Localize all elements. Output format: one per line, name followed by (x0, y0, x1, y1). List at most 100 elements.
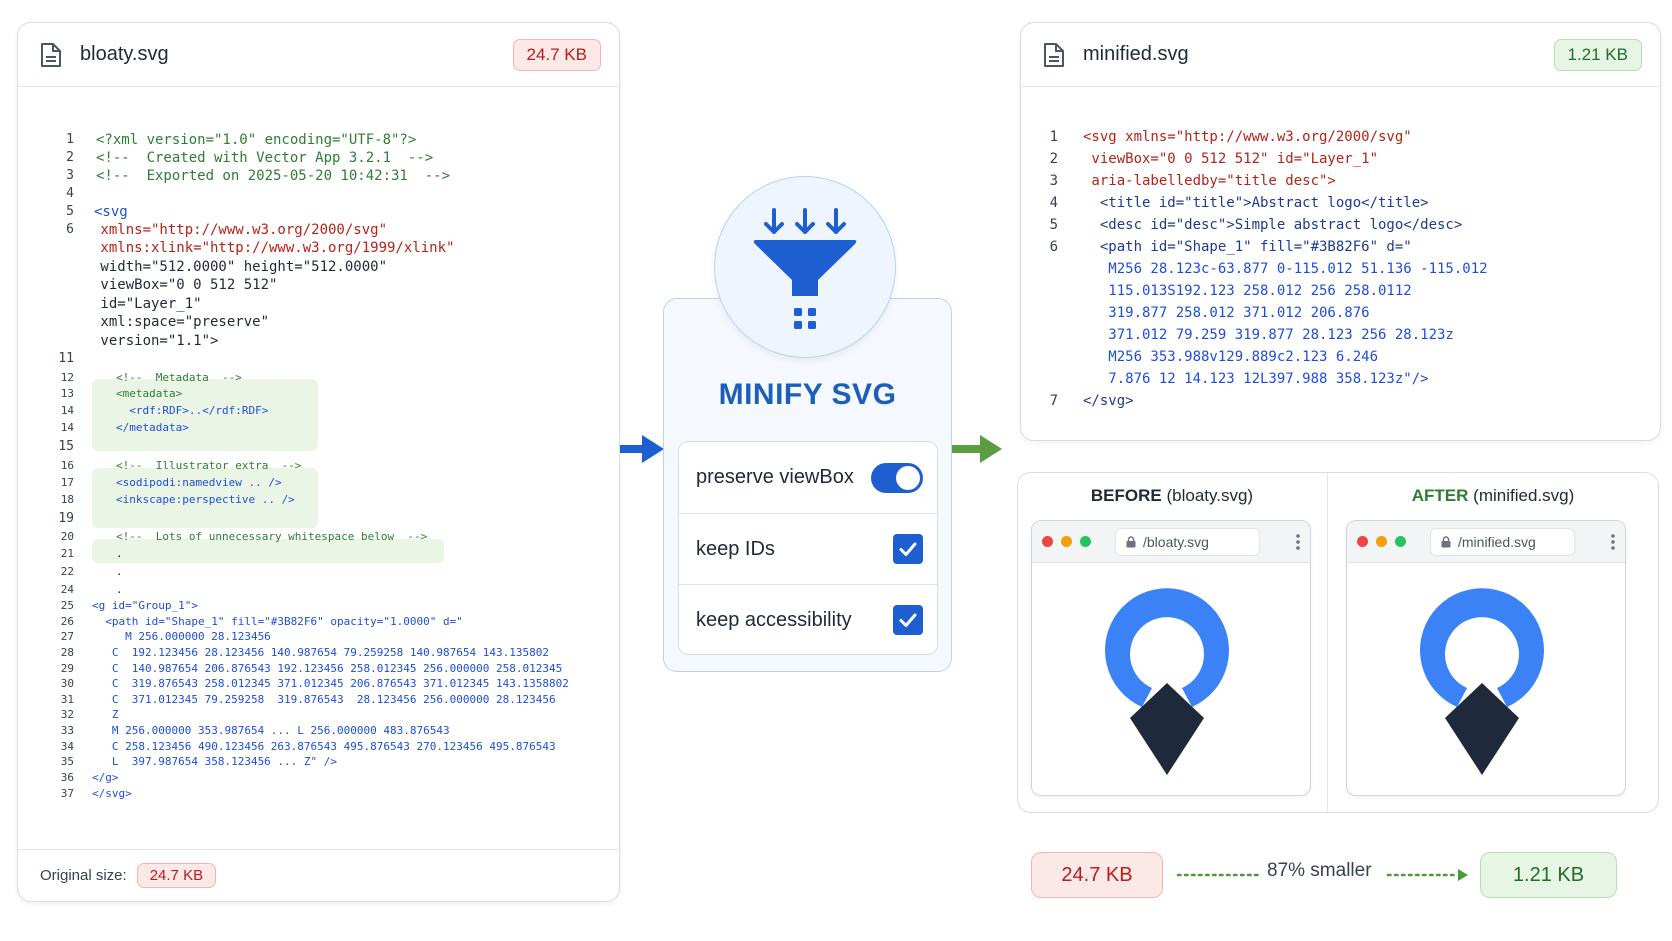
line-number: 3 (1049, 173, 1058, 189)
line-number: 33 (60, 724, 74, 737)
maximize-dot-icon[interactable] (1080, 536, 1091, 547)
keep-ids-checkbox[interactable] (893, 534, 923, 564)
line-number: 15 (58, 439, 74, 454)
minified-file-name: minified.svg (1083, 43, 1189, 65)
minimize-dot-icon[interactable] (1376, 536, 1387, 547)
line-number: 17 (60, 476, 74, 489)
reduction-text: 87% smaller (1267, 860, 1372, 881)
code-line: . (116, 565, 123, 578)
code-line: </svg> (92, 787, 132, 800)
source-file-name: bloaty.svg (80, 43, 169, 65)
code-line: 371.012 79.259 319.877 28.123 256 28.123… (1083, 327, 1454, 343)
code-line: viewBox="0 0 512 512" id="Layer_1" (1083, 151, 1379, 167)
code-line: <!-- Created with Vector App 3.2.1 --> (96, 150, 434, 166)
line-number: 30 (60, 677, 74, 690)
code-line: <desc id="desc">Simple abstract logo</de… (1083, 217, 1463, 233)
line-number: 1 (66, 132, 74, 147)
logo-preview-before (1105, 588, 1229, 775)
code-line: <rdf:RDF>..</rdf:RDF> (116, 404, 269, 417)
code-line: C 192.123456 28.123456 140.987654 79.259… (92, 646, 549, 659)
code-line: <g id="Group_1"> (92, 599, 198, 612)
code-line: C 258.123456 490.123456 263.876543 495.8… (92, 740, 556, 753)
code-line: 319.877 258.012 371.012 206.876 (1083, 305, 1370, 321)
code-line: </svg> (1083, 393, 1134, 409)
code-line: 115.013S192.123 258.012 256 258.0112 (1083, 283, 1412, 299)
after-title: AFTER (minified.svg) (1340, 486, 1646, 506)
minify-options: preserve viewBox keep IDs keep accessibi… (678, 441, 938, 655)
before-browser-window: /bloaty.svg (1031, 520, 1311, 796)
before-label: BEFORE (1090, 486, 1162, 505)
code-line: version="1.1"> (92, 333, 219, 349)
line-number: 13 (60, 387, 74, 400)
file-icon (41, 42, 61, 67)
code-line: <!-- Lots of unnecessary whitespace belo… (116, 530, 428, 543)
line-number: 1 (1049, 129, 1058, 145)
code-line: C 140.987654 206.876543 192.123456 258.0… (92, 662, 563, 675)
minify-title: MINIFY SVG (718, 378, 897, 411)
after-label: AFTER (1411, 486, 1469, 505)
code-line: . (116, 583, 123, 596)
code-line: 7.876 12 14.123 12L397.988 358.123z"/> (1083, 371, 1429, 387)
dotted-arrow-icon (1386, 869, 1468, 881)
code-line: width="512.0000" height="512.0000" (92, 259, 388, 275)
line-number: 4 (1049, 195, 1058, 211)
maximize-dot-icon[interactable] (1395, 536, 1406, 547)
minified-code-view[interactable]: 1<svg xmlns="http://www.w3.org/2000/svg"… (1021, 87, 1660, 440)
illustrator-highlight (92, 468, 318, 528)
code-line: <path id="Shape_1" fill="#3B82F6" opacit… (92, 615, 463, 628)
close-dot-icon[interactable] (1042, 536, 1053, 547)
code-line: xmlns:xlink="http://www.w3.org/1999/xlin… (92, 240, 455, 256)
line-number: 4 (66, 186, 74, 201)
code-line: <!-- Metadata --> (116, 371, 242, 384)
option-keep-ids[interactable]: keep IDs (679, 513, 937, 584)
file-icon (1044, 42, 1064, 67)
line-number: 5 (66, 204, 74, 219)
minimize-dot-icon[interactable] (1061, 536, 1072, 547)
minified-file-header: minified.svg 1.21 KB (1021, 23, 1660, 87)
code-line: <metadata> (116, 387, 183, 400)
code-line: </metadata> (116, 421, 189, 434)
source-code-view[interactable]: 1 <?xml version="1.0" encoding="UTF-8"?> 2… (18, 87, 619, 849)
line-number: 2 (1049, 151, 1058, 167)
dotted-line (1176, 873, 1260, 877)
source-file-header: bloaty.svg 24.7 KB (18, 23, 619, 87)
address-bar[interactable]: /minified.svg (1430, 527, 1575, 556)
option-preserve-viewbox[interactable]: preserve viewBox (679, 442, 937, 513)
before-file: (bloaty.svg) (1166, 486, 1254, 505)
code-line: <title id="title">Abstract logo</title> (1083, 195, 1429, 211)
address-text: /bloaty.svg (1143, 533, 1209, 550)
browser-toolbar: /bloaty.svg (1032, 521, 1310, 563)
kebab-menu-icon[interactable] (1611, 533, 1615, 551)
keep-accessibility-checkbox[interactable] (893, 605, 923, 635)
original-size-label: Original size: (40, 867, 127, 884)
line-number: 2 (66, 150, 74, 165)
code-line: <?xml version="1.0" encoding="UTF-8"?> (96, 132, 417, 148)
line-number: 32 (60, 708, 74, 721)
arrow-right-icon (620, 435, 664, 463)
close-dot-icon[interactable] (1357, 536, 1368, 547)
option-keep-accessibility[interactable]: keep accessibility (679, 584, 937, 655)
code-line: id="Layer_1" (92, 296, 202, 312)
preserve-viewbox-toggle[interactable] (871, 462, 923, 493)
funnel-icon (753, 208, 857, 329)
checkmark-icon (899, 542, 917, 556)
line-number: 21 (60, 547, 74, 560)
line-number: 6 (1049, 239, 1058, 255)
option-label: keep accessibility (696, 608, 852, 631)
code-line: C 319.876543 258.012345 371.012345 206.8… (92, 677, 569, 690)
code-line: xml:space="preserve" (92, 314, 270, 330)
whitespace-highlight (92, 539, 444, 563)
address-text: /minified.svg (1458, 533, 1536, 550)
code-line: <!-- Illustrator extra --> (116, 459, 302, 472)
code-line: <svg (94, 204, 128, 220)
code-line: M256 353.988v129.889c2.123 6.246 (1083, 349, 1379, 365)
lock-icon (1441, 535, 1451, 547)
line-number: 24 (60, 583, 74, 596)
funnel-badge (714, 176, 896, 358)
code-line: <sodipodi:namedview .. /> (116, 476, 282, 489)
address-bar[interactable]: /bloaty.svg (1115, 527, 1260, 556)
line-number: 12 (60, 371, 74, 384)
kebab-menu-icon[interactable] (1296, 533, 1300, 551)
line-number: 37 (60, 787, 74, 800)
code-line: <path id="Shape_1" fill="#3B82F6" d=" (1083, 239, 1412, 255)
